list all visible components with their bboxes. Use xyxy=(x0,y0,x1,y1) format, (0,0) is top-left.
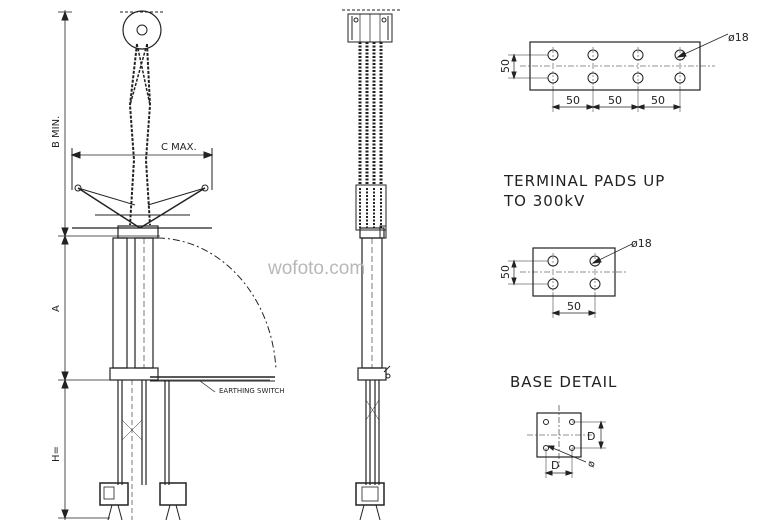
pad2-spacing-label: 50 xyxy=(567,300,581,313)
watermark: wofoto.com xyxy=(267,258,365,279)
side-elevation xyxy=(342,9,400,521)
pad1-spacing-3: 50 xyxy=(651,94,665,107)
dim-b-min-label: B MIN. xyxy=(51,116,62,148)
earthing-switch-label: EARTHING SWITCH xyxy=(219,387,285,395)
base-dim-horizontal-label: D xyxy=(551,459,559,472)
pad-holes xyxy=(547,47,686,86)
base-dim-vertical-label: D xyxy=(587,430,595,443)
pad1-hole-label: ø18 xyxy=(728,31,749,44)
pad1-spacing-2: 50 xyxy=(608,94,622,107)
terminal-pads-title-line1: TERMINAL PADS UP xyxy=(503,172,665,190)
dim-c-max-label: C MAX. xyxy=(161,142,197,153)
front-elevation xyxy=(58,10,277,521)
pad2-height-label: 50 xyxy=(499,265,512,279)
base-hole-label: ø xyxy=(585,460,597,470)
dim-h-label: H= xyxy=(51,446,62,462)
base-detail-title: BASE DETAIL xyxy=(510,373,617,391)
terminal-pads-title-line2: TO 300kV xyxy=(503,192,585,210)
terminal-pad-small xyxy=(508,243,633,318)
pad2-hole-label: ø18 xyxy=(631,237,652,250)
pad1-height-label: 50 xyxy=(499,59,512,73)
base-detail-drawing xyxy=(527,405,606,478)
dim-a-label: A xyxy=(51,305,62,312)
terminal-pad-large xyxy=(508,33,729,112)
pad1-spacing-1: 50 xyxy=(566,94,580,107)
